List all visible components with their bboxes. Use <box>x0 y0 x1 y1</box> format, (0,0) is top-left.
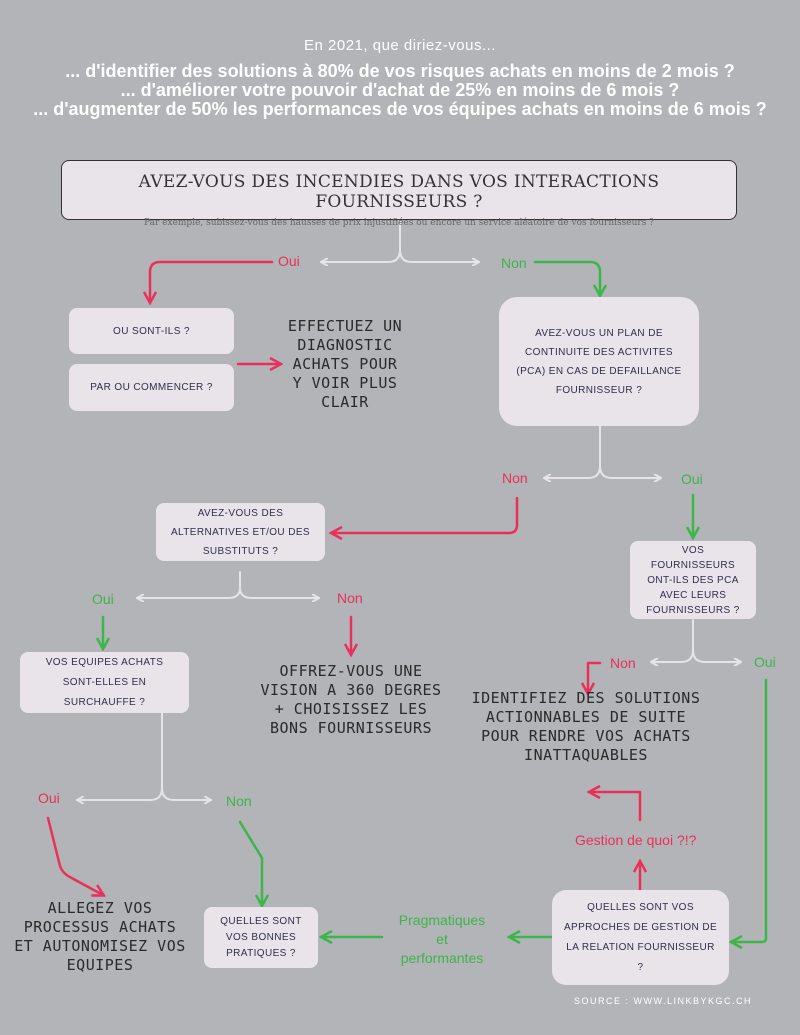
box-equipes-achats: VOS EQUIPES ACHATS SONT-ELLES EN SURCHAU… <box>20 652 189 713</box>
label-pragmatiques-line1: Pragmatiques <box>398 912 486 928</box>
box-ou-sont-ils: OU SONT-ILS ? <box>69 308 234 354</box>
label-non-2: Non <box>502 470 528 486</box>
label-oui-3: Oui <box>92 591 114 607</box>
label-non-4: Non <box>610 655 636 671</box>
label-oui-4: Oui <box>754 654 776 670</box>
label-non-5: Non <box>226 793 252 809</box>
intro-question-1: ... d'identifier des solutions à 80% de … <box>65 61 735 81</box>
label-pragmatiques-line3: performantes <box>400 950 484 966</box>
main-question-box: AVEZ-VOUS DES INCENDIES DANS VOS INTERAC… <box>61 160 737 228</box>
label-pragmatiques: Pragmatiques et performantes <box>386 911 498 968</box>
label-non-3: Non <box>337 590 363 606</box>
box-alternatives: AVEZ-VOUS DES ALTERNATIVES ET/OU DES SUB… <box>156 503 325 561</box>
label-oui-5: Oui <box>38 790 60 806</box>
label-pragmatiques-line2: et <box>436 931 448 947</box>
label-gestion: Gestion de quoi ?!? <box>575 832 697 848</box>
box-par-ou-commencer: PAR OU COMMENCER ? <box>69 364 234 411</box>
box-approches-gestion: QUELLES SONT VOS APPROCHES DE GESTION DE… <box>552 890 729 985</box>
outcome-identifiez: IDENTIFIEZ DES SOLUTIONS ACTIONNABLES DE… <box>471 689 701 764</box>
label-non-1: Non <box>501 255 527 271</box>
intro-question-2: ... d'améliorer votre pouvoir d'achat de… <box>120 80 680 100</box>
intro-question-3: ... d'augmenter de 50% les performances … <box>33 99 767 119</box>
label-oui-1: Oui <box>278 253 300 269</box>
main-question-subtitle: Par exemple, subissez-vous des hausses d… <box>143 218 654 228</box>
outcome-diagnostic: EFFECTUEZ UN DIAGNOSTIC ACHATS POUR Y VO… <box>287 317 403 411</box>
source-credit: SOURCE : WWW.LINKBYKGC.CH <box>573 996 752 1006</box>
box-bonnes-pratiques: QUELLES SONT VOS BONNES PRATIQUES ? <box>204 907 318 968</box>
main-question-title: AVEZ-VOUS DES INCENDIES DANS VOS INTERAC… <box>138 172 660 212</box>
intro-lead: En 2021, que diriez-vous... <box>304 37 496 54</box>
label-oui-2: Oui <box>681 471 703 487</box>
outcome-vision-360: OFFREZ-VOUS UNE VISION A 360 DEGRES + CH… <box>260 662 442 737</box>
box-pca: AVEZ-VOUS UN PLAN DE CONTINUITE DES ACTI… <box>499 297 699 426</box>
outcome-allegez: ALLEGEZ VOS PROCESSUS ACHATS ET AUTONOMI… <box>14 899 186 974</box>
box-fournisseurs-pca: VOS FOURNISSEURS ONT-ILS DES PCA AVEC LE… <box>630 541 756 619</box>
